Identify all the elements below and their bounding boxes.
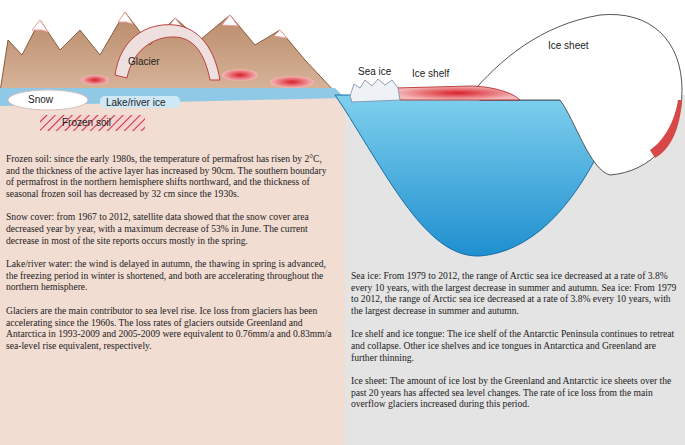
description-paragraph: Lake/river water: the wind is delayed in… — [6, 258, 335, 293]
description-paragraph: Snow cover: from 1967 to 2012, satellite… — [6, 211, 335, 246]
sea-text-panel: Sea ice: From 1979 to 2012, the range of… — [345, 95, 685, 445]
description-paragraph: Ice sheet: The amount of ice lost by the… — [351, 375, 677, 410]
glacier-tongue — [81, 75, 109, 85]
ice-shelf — [395, 86, 520, 100]
glacier-label: Glacier — [128, 56, 160, 68]
ice-sheet-label: Ice sheet — [548, 40, 589, 52]
glacier-tongue — [270, 76, 314, 88]
description-paragraph: Frozen soil: since the early 1980s, the … — [6, 153, 335, 199]
sea — [335, 95, 600, 256]
description-paragraph: Sea ice: From 1979 to 2012, the range of… — [351, 270, 677, 316]
lake-ice-label: Lake/river ice — [106, 97, 165, 109]
frozen-soil — [40, 115, 145, 131]
description-paragraph: Ice shelf and ice tongue: The ice shelf … — [351, 328, 677, 363]
description-paragraph: Glaciers are the main contributor to sea… — [6, 305, 335, 351]
snow-label: Snow — [28, 94, 53, 106]
frozen-soil-label: Frozen soil — [62, 117, 111, 129]
ice-sheet-outlet — [650, 100, 682, 158]
glacier — [115, 25, 220, 80]
sea-ice — [350, 79, 400, 102]
land-ground — [0, 95, 345, 445]
land-text-panel: Frozen soil: since the early 1980s, the … — [0, 95, 345, 445]
snow-patch — [8, 90, 88, 110]
lake-river-ice — [100, 96, 180, 108]
sea-ice-label: Sea ice — [358, 66, 391, 78]
mountains — [0, 12, 335, 92]
ice-shelf-label: Ice shelf — [412, 68, 449, 80]
glacier-tongue — [222, 69, 258, 81]
